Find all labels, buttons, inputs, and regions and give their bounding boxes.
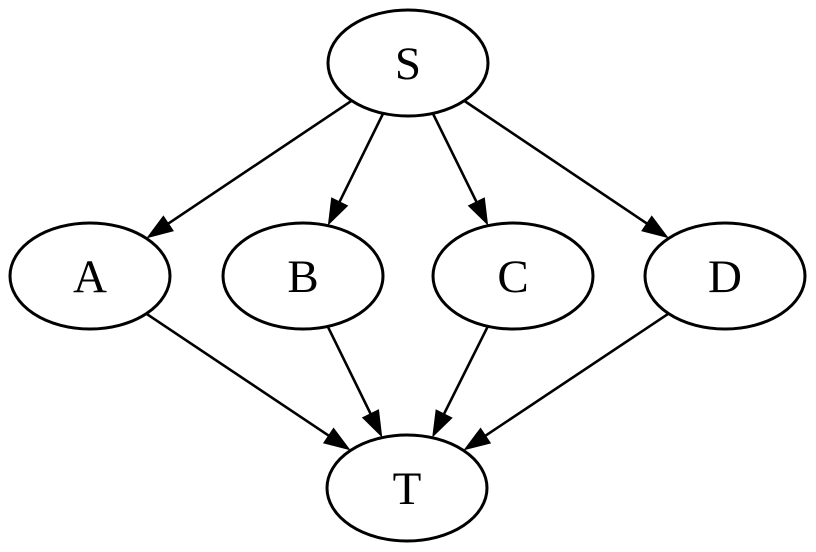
arrowhead-S-A (146, 215, 174, 239)
node-B (221, 221, 385, 331)
node-C-label: C (497, 251, 528, 303)
arrowhead-A-T (322, 427, 351, 451)
arrowhead-S-B (327, 197, 349, 226)
node-S-label: S (395, 38, 421, 90)
edge-C-T (442, 325, 490, 416)
node-D-label: D (708, 251, 742, 303)
node-A (8, 221, 172, 331)
node-T (325, 433, 489, 543)
node-D (643, 221, 807, 331)
edge-A-T (145, 312, 331, 438)
edge-S-C (431, 112, 479, 204)
arrowhead-D-T (463, 427, 492, 451)
node-B-label: B (287, 251, 318, 303)
arrowhead-S-D (641, 215, 669, 239)
edge-S-A (166, 99, 353, 226)
node-S (326, 8, 490, 118)
node-T-label: T (393, 463, 422, 515)
edge-D-T (483, 312, 670, 438)
arrowhead-B-T (361, 409, 383, 438)
edge-S-B (337, 112, 385, 204)
arrowhead-C-T (432, 409, 453, 438)
edge-S-D (463, 99, 649, 226)
node-A-label: A (73, 251, 107, 303)
arrowhead-S-C (467, 197, 489, 226)
node-C (431, 221, 595, 331)
edge-B-T (326, 325, 373, 416)
